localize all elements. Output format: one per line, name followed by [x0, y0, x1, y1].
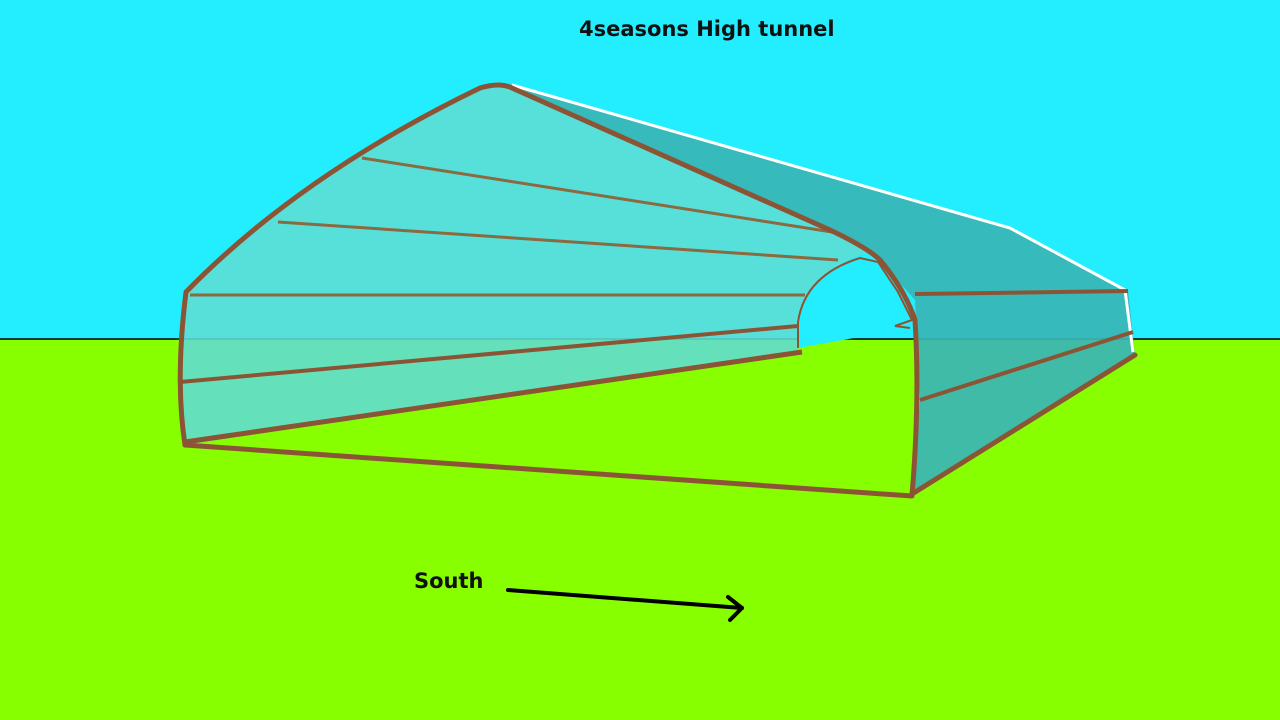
arrow-head: [726, 595, 744, 622]
purlin-4: [179, 324, 799, 384]
purlin-north-2: [919, 330, 1134, 402]
south-side-purlins: [179, 156, 839, 445]
north-side-purlins: [914, 289, 1134, 402]
tunnel-frame: [177, 82, 1138, 499]
base-rail-front: [182, 442, 915, 499]
purlin-5: [184, 349, 803, 445]
arrow-shaft: [506, 588, 744, 610]
purlin-north-1: [914, 289, 1129, 296]
tunnel-left-cover: [180, 85, 870, 445]
diagram-title: 4seasons High tunnel: [579, 17, 835, 41]
front-arch: [177, 82, 920, 498]
purlin-2: [277, 220, 839, 262]
tunnel-right-cover: [510, 85, 1135, 495]
direction-label: South: [414, 569, 484, 593]
base-rail-side: [909, 352, 1138, 497]
south-arrow: [506, 588, 744, 622]
ridge-highlight: [511, 83, 1135, 353]
end-arch-opening: [797, 256, 914, 348]
purlin-1: [361, 156, 833, 234]
